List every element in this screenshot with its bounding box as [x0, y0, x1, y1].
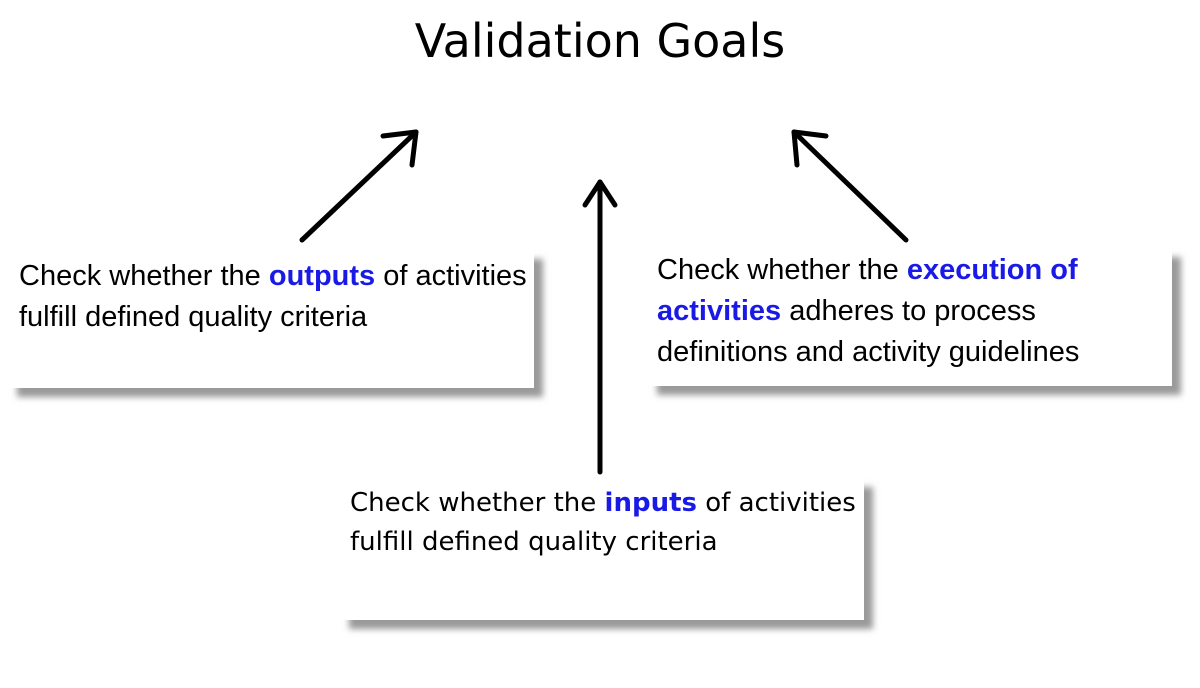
execution-goal-suffix: adheres to process definitions and activ…	[657, 295, 1080, 368]
arrow-inputs	[582, 179, 618, 475]
inputs-goal-suffix: of activities fulfill defined quality cr…	[350, 488, 856, 557]
outputs-goal-box: Check whether the outputs of activities …	[8, 250, 534, 388]
execution-goal-highlight: execution of activities	[657, 254, 1078, 327]
inputs-goal-box: Check whether the inputs of activities f…	[340, 478, 864, 620]
arrow-execution	[791, 129, 909, 243]
outputs-goal-suffix: of activities fulfill defined quality cr…	[19, 260, 527, 333]
execution-goal-prefix: Check whether the	[657, 254, 907, 286]
outputs-goal-highlight: outputs	[268, 260, 376, 292]
inputs-goal-prefix: Check whether the	[350, 488, 605, 518]
outputs-goal-prefix: Check whether the	[19, 260, 269, 292]
arrow-outputs	[299, 129, 419, 243]
execution-goal-box: Check whether the execution of activitie…	[648, 248, 1172, 386]
inputs-goal-highlight: inputs	[604, 488, 697, 518]
diagram-title: Validation Goals	[414, 14, 786, 68]
